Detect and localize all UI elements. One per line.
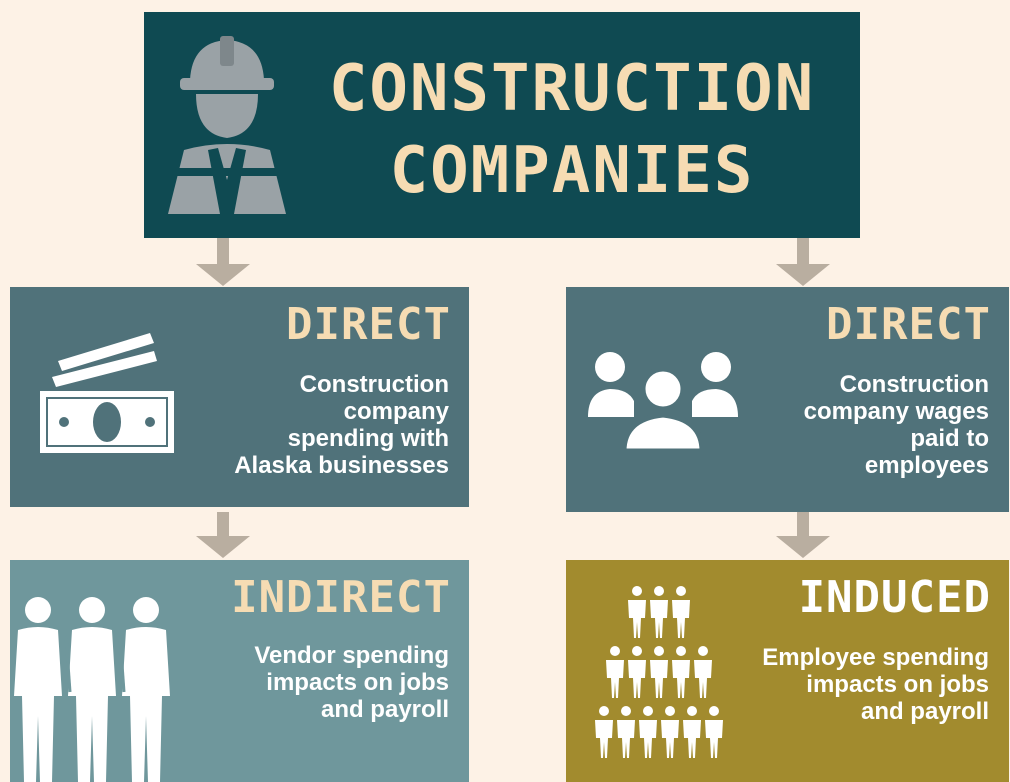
top-title-line1: CONSTRUCTION <box>328 52 816 126</box>
top-title-line2: COMPANIES <box>389 134 755 208</box>
three-people-icon <box>14 597 170 782</box>
top-title: CONSTRUCTION COMPANIES <box>294 48 850 212</box>
person-figure <box>628 646 646 698</box>
induced-box: INDUCED Employee spending impacts on job… <box>566 560 1009 782</box>
people-group-icon <box>588 352 738 453</box>
desc-line: and payroll <box>860 698 989 725</box>
down-arrow-icon <box>196 512 250 558</box>
person-figure <box>672 646 690 698</box>
person-figure <box>639 706 657 758</box>
down-arrow-icon <box>776 238 830 286</box>
desc-line: spending with <box>287 425 449 452</box>
person-figure <box>595 706 613 758</box>
construction-worker-icon <box>168 36 286 214</box>
direct-left-description: Construction company spending with Alask… <box>234 371 449 479</box>
desc-line: Construction <box>299 371 449 398</box>
desc-line: paid to <box>910 425 989 452</box>
desc-line: and payroll <box>320 696 449 723</box>
direct-left-title: DIRECT <box>286 299 451 350</box>
crowd-pyramid-icon <box>595 586 723 758</box>
direct-wages-box: DIRECT Construction company wages paid t… <box>566 287 1009 512</box>
indirect-description: Vendor spending impacts on jobs and payr… <box>254 642 449 723</box>
indirect-box: INDIRECT Vendor spending impacts on jobs… <box>10 560 469 782</box>
desc-line: company <box>343 398 449 425</box>
desc-line: company wages <box>803 398 989 425</box>
direct-right-title: DIRECT <box>826 299 991 350</box>
person-figure <box>628 586 646 638</box>
desc-line: employees <box>864 452 989 479</box>
down-arrow-icon <box>776 512 830 558</box>
person-figure <box>683 706 701 758</box>
desc-line: Employee spending <box>762 644 989 671</box>
person-figure <box>672 586 690 638</box>
person-figure <box>705 706 723 758</box>
person-figure <box>661 706 679 758</box>
desc-line: Vendor spending <box>254 642 449 669</box>
person-figure <box>617 706 635 758</box>
direct-spending-box: DIRECT Construction company spending wit… <box>10 287 469 507</box>
desc-line: impacts on jobs <box>266 669 449 696</box>
money-bills-icon <box>40 333 174 453</box>
construction-companies-box: CONSTRUCTION COMPANIES <box>144 12 860 238</box>
induced-title: INDUCED <box>798 572 991 623</box>
desc-line: impacts on jobs <box>806 671 989 698</box>
person-figure <box>606 646 624 698</box>
person-figure <box>694 646 712 698</box>
indirect-title: INDIRECT <box>231 572 451 623</box>
desc-line: Alaska businesses <box>234 452 449 479</box>
induced-description: Employee spending impacts on jobs and pa… <box>762 644 989 725</box>
direct-right-description: Construction company wages paid to emplo… <box>804 371 989 479</box>
person-figure <box>650 586 668 638</box>
desc-line: Construction <box>839 371 989 398</box>
person-figure <box>650 646 668 698</box>
down-arrow-icon <box>196 238 250 286</box>
